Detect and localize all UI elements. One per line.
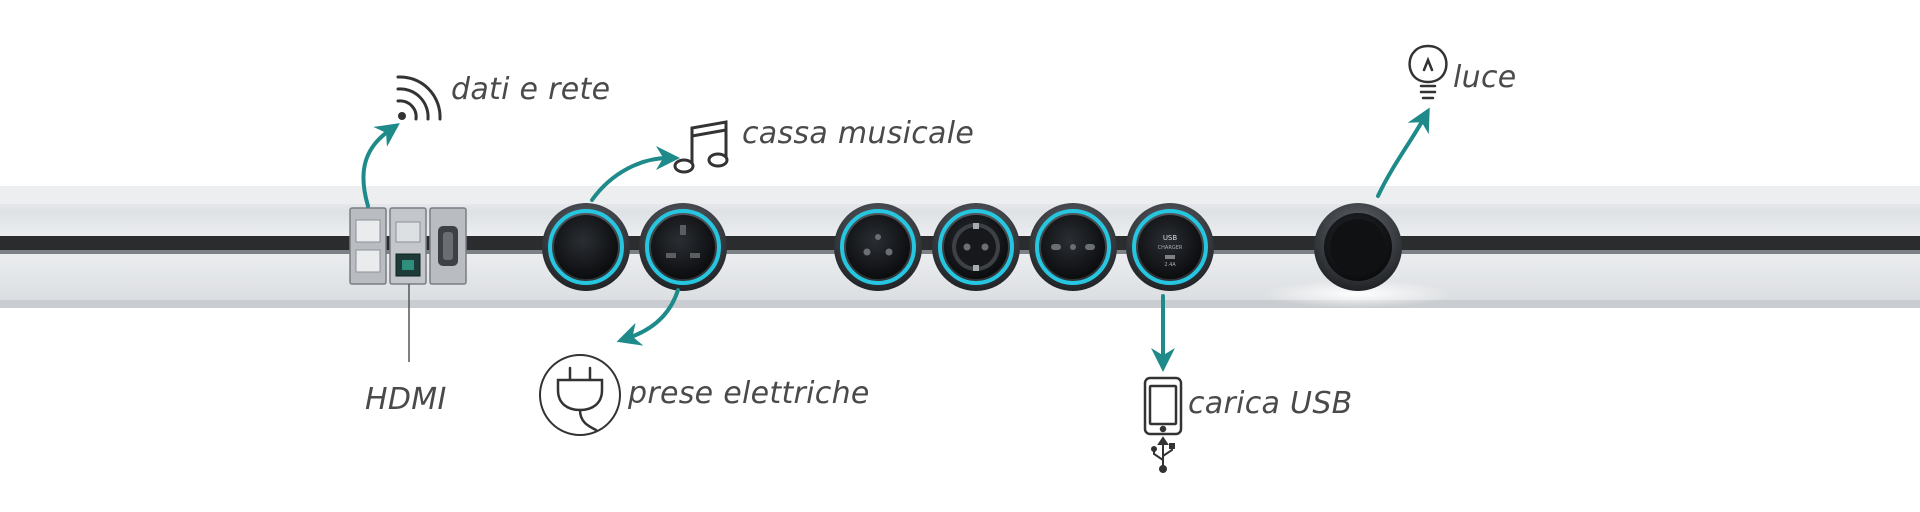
light-module [1263, 203, 1453, 308]
annotation-arrows [361, 107, 1430, 372]
schuko-socket [932, 203, 1020, 291]
smartphone-icon [1143, 376, 1183, 436]
rj45-module [349, 207, 387, 285]
plug-icon [539, 354, 621, 436]
label-power-sockets: prese elettriche [628, 376, 870, 411]
label-hdmi: HDMI [365, 382, 447, 417]
french-socket [834, 203, 922, 291]
network-modules [349, 207, 467, 285]
label-usb-charging: carica USB [1188, 386, 1353, 421]
label-music-speaker: cassa musicale [742, 116, 975, 151]
label-data-network: dati e rete [451, 72, 611, 107]
wifi-icon [396, 75, 442, 121]
light-bulb-icon [1408, 44, 1448, 100]
music-note-icon [673, 120, 729, 174]
label-light: luce [1453, 60, 1517, 95]
arrow-network [361, 123, 400, 208]
arrow-light [1376, 107, 1430, 198]
uk-socket [639, 203, 727, 291]
arrow-speaker [590, 146, 680, 202]
usb-label-line3: 2.4A [1164, 262, 1176, 268]
italian-socket [1029, 203, 1117, 291]
usb-icon [1151, 436, 1175, 473]
usb-charger-module: USB CHARGER 2.4A [1126, 203, 1214, 291]
speaker-module [542, 203, 630, 291]
arrow-sockets [616, 288, 680, 346]
usb-label-line2: CHARGER [1158, 245, 1183, 251]
usb-label-line1: USB [1163, 234, 1178, 242]
